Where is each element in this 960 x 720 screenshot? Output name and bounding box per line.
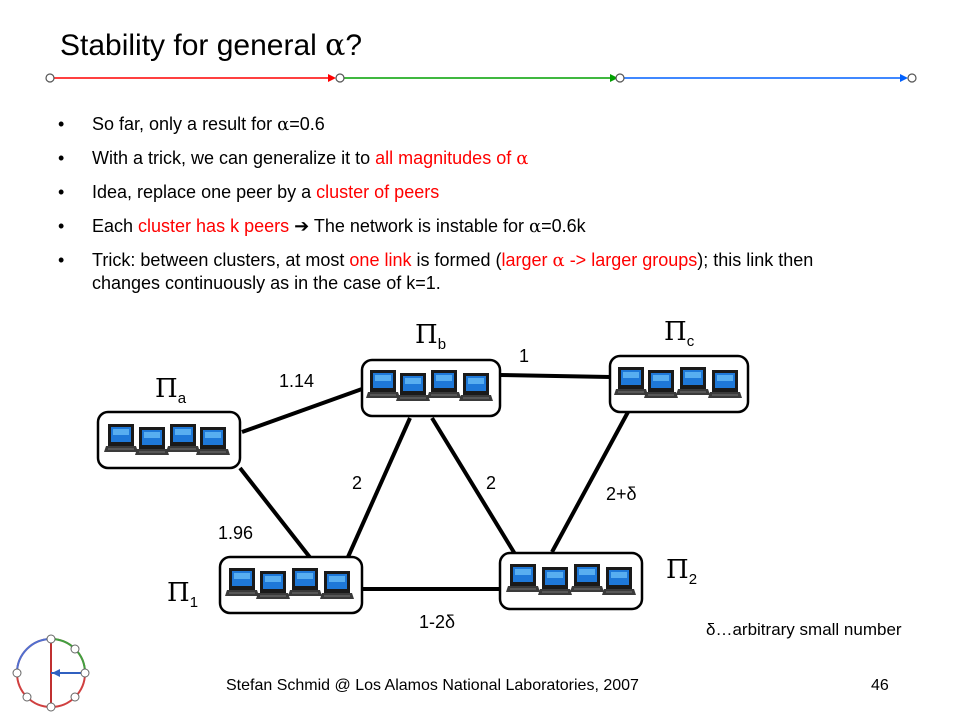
institute-logo-icon xyxy=(12,634,90,712)
bullet-text-segment: Trick: between clusters, at most xyxy=(92,250,350,270)
laptop-icon xyxy=(287,567,323,597)
laptop-icon xyxy=(195,426,231,456)
bullet-text-segment: ); this link then changes continuously a… xyxy=(92,250,814,293)
cluster-label-2: Π2 xyxy=(666,555,698,588)
bullet-text-segment: larger xyxy=(501,250,553,270)
bullet-item: • Idea, replace one peer by a cluster of … xyxy=(58,181,838,204)
bullet-text-segment: is formed ( xyxy=(411,250,502,270)
laptop-icon xyxy=(224,567,260,597)
edge-label-a-1: 1.96 xyxy=(218,523,254,543)
laptop-icon xyxy=(319,570,355,600)
cluster-a xyxy=(96,410,242,470)
bullet-text-segment: one link xyxy=(349,250,412,270)
laptop-icon xyxy=(395,372,431,402)
bullet-text-segment: Idea, replace one peer by a xyxy=(92,182,317,202)
footer-credit: Stefan Schmid @ Los Alamos National Labo… xyxy=(226,677,639,694)
laptop-icon xyxy=(569,563,605,593)
edge-label-b-2: 2 xyxy=(486,473,497,493)
bullet-text-segment: cluster of peers xyxy=(316,182,440,202)
laptop-icon xyxy=(613,366,649,396)
title-prefix: Stability for general xyxy=(60,29,326,62)
laptop-icon xyxy=(134,426,170,456)
laptop-icon xyxy=(165,423,201,453)
page-title: Stability for general α? xyxy=(60,28,362,63)
delta-note: δ…arbitrary small number xyxy=(706,620,902,639)
bullet-text-segment: -> larger groups xyxy=(564,250,698,270)
bullet-item: • So far, only a result for α=0.6 xyxy=(58,113,838,136)
edge-b-1 xyxy=(346,417,412,558)
cluster-b xyxy=(360,358,502,418)
bullet-dot: • xyxy=(58,182,65,202)
bullet-item: • Each cluster has k peers ➔ The network … xyxy=(58,215,838,238)
laptop-icon xyxy=(255,570,291,600)
cluster-1 xyxy=(218,555,364,615)
edge-label-c-2: 2+δ xyxy=(606,484,637,504)
title-suffix: ? xyxy=(345,29,363,62)
edge-a-1 xyxy=(238,466,314,562)
bullet-text-segment: =0.6 xyxy=(289,114,325,134)
bullet-text-segment: α xyxy=(277,114,290,135)
bullet-text-segment: cluster has k peers xyxy=(138,216,290,236)
bullet-text-segment: α xyxy=(552,250,565,271)
edge-label-a-b: 1.14 xyxy=(279,371,315,391)
laptop-icon xyxy=(426,369,462,399)
laptop-icon xyxy=(601,566,637,596)
bullet-item: • With a trick, we can generalize it to a… xyxy=(58,147,838,170)
cluster-2 xyxy=(498,551,644,611)
bullet-dot: • xyxy=(58,114,65,134)
laptop-icon xyxy=(707,369,743,399)
laptop-icon xyxy=(505,563,541,593)
laptop-icon xyxy=(643,369,679,399)
page-number: 46 xyxy=(871,677,889,694)
cluster-label-b: Πb xyxy=(415,320,447,353)
laptop-icon xyxy=(458,372,494,402)
cluster-c xyxy=(608,354,750,414)
cluster-label-1: Π1 xyxy=(167,578,199,611)
cluster-label-c: Πc xyxy=(664,317,695,350)
edge-label-1-2: 1-2δ xyxy=(419,612,456,632)
bullet-list: •So far, only a result for α=0.6•With a … xyxy=(58,113,838,306)
laptop-icon xyxy=(675,366,711,396)
bullet-text-segment: Each xyxy=(92,216,139,236)
bullet-text-segment: all magnitudes of xyxy=(375,148,517,168)
edge-c-2 xyxy=(550,411,630,553)
edge-label-b-c: 1 xyxy=(519,346,530,366)
bullet-dot: • xyxy=(58,148,65,168)
bullet-dot: • xyxy=(58,216,65,236)
bullet-text-segment: =0.6k xyxy=(541,216,586,236)
title-symbol: α xyxy=(325,28,346,63)
edge-label-b-1: 2 xyxy=(352,473,363,493)
bullet-text-segment: α xyxy=(528,216,542,237)
laptop-icon xyxy=(103,423,139,453)
title-underline xyxy=(45,73,917,83)
bullet-text-segment: α xyxy=(516,148,529,169)
edge-a-b xyxy=(241,387,363,434)
bullet-item: • Trick: between clusters, at most one li… xyxy=(58,249,838,295)
cluster-label-a: Πa xyxy=(155,374,187,407)
bullet-text-segment: ➔ The network is instable for xyxy=(289,216,529,236)
bullet-text-segment: So far, only a result for xyxy=(92,114,278,134)
edge-b-c xyxy=(499,373,611,379)
bullet-dot: • xyxy=(58,250,65,270)
laptop-icon xyxy=(537,566,573,596)
laptop-icon xyxy=(365,369,401,399)
edge-b-2 xyxy=(430,416,517,556)
bullet-text-segment: With a trick, we can generalize it to xyxy=(92,148,376,168)
